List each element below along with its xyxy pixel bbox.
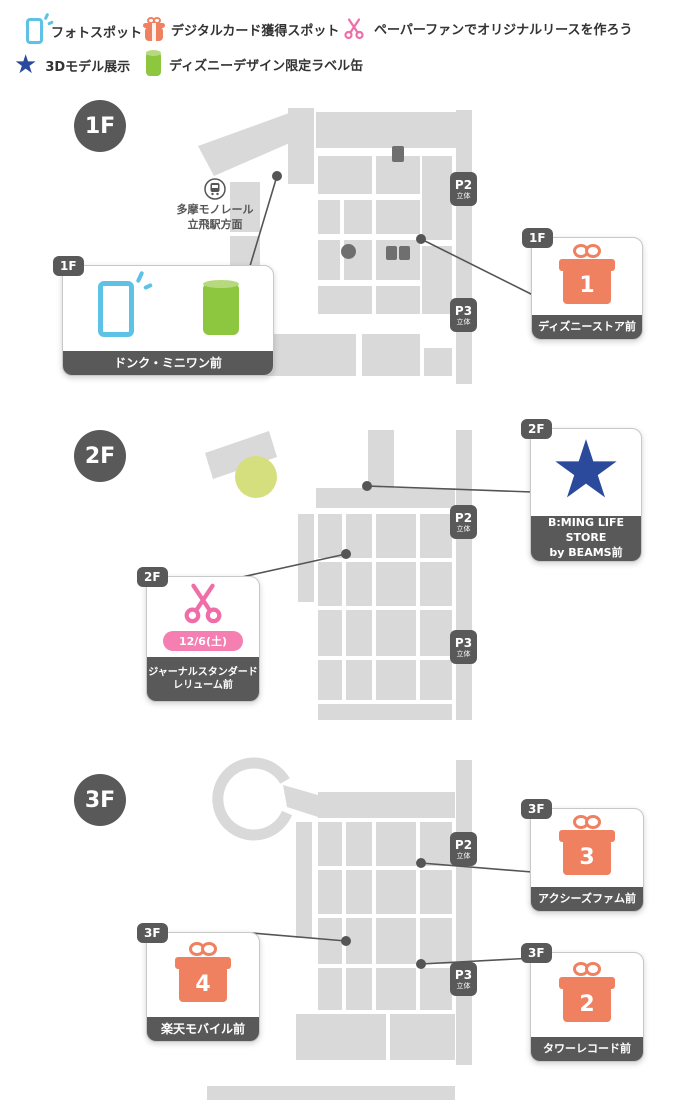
photo-spot-phone-icon bbox=[97, 270, 153, 337]
gift-icon: 1 bbox=[559, 243, 615, 304]
callout-body: 12/6(土) bbox=[147, 577, 259, 653]
station-name-line1: 多摩モノレール bbox=[176, 203, 254, 216]
callout-label-line1: B:MING LIFE STORE bbox=[547, 516, 625, 545]
callout-body: 1 bbox=[532, 238, 642, 315]
legend-item-photo-spot: フォトスポット bbox=[26, 12, 143, 44]
floor-tag: 1F bbox=[53, 256, 84, 276]
legend-item-3d-model: ★ 3Dモデル展示 bbox=[14, 52, 130, 78]
parking-type-label: 立体 bbox=[456, 649, 471, 658]
callout-label: 楽天モバイル前 bbox=[147, 1017, 259, 1041]
gift-number: 3 bbox=[579, 844, 595, 870]
disney-label-can-icon bbox=[146, 50, 161, 76]
legend-label: ディズニーデザイン限定ラベル缶 bbox=[169, 58, 364, 74]
floor-tag: 2F bbox=[521, 419, 552, 439]
gift-icon: 2 bbox=[559, 962, 615, 1022]
gift-icon: 4 bbox=[175, 942, 231, 1002]
digital-card-gift-icon bbox=[143, 17, 165, 41]
floor-tag: 1F bbox=[522, 228, 553, 248]
station-info: 多摩モノレール 立飛駅方面 bbox=[150, 178, 280, 233]
parking-p2-badge: P2 立体 bbox=[450, 172, 477, 206]
paper-fan-scissors-icon bbox=[184, 583, 222, 624]
legend-label: ペーパーファンでオリジナルリースを作ろう bbox=[374, 22, 633, 38]
floor-tag: 2F bbox=[137, 567, 168, 587]
legend-item-paper-fan: ペーパーファンでオリジナルリースを作ろう bbox=[342, 16, 632, 40]
callout-body: 4 bbox=[147, 933, 259, 1017]
gift-icon: 3 bbox=[559, 815, 615, 875]
photo-spot-phone-icon bbox=[26, 12, 54, 44]
parking-p2-badge: P2 立体 bbox=[450, 505, 477, 539]
floor-tag: 3F bbox=[521, 943, 552, 963]
gift-number: 1 bbox=[579, 273, 595, 298]
info-icon bbox=[341, 244, 356, 259]
disney-label-can-icon bbox=[202, 279, 239, 335]
parking-p3-badge: P3 立体 bbox=[450, 298, 477, 332]
parking-p3-badge: P3 立体 bbox=[450, 962, 477, 996]
parking-p2-badge: P2 立体 bbox=[450, 832, 477, 866]
callout-journal-standard: 2F 12/6(土) ジャーナルスタンダード レリューム前 bbox=[137, 567, 260, 702]
callout-label-line2: レリューム前 bbox=[173, 680, 233, 691]
parking-type-label: 立体 bbox=[456, 524, 471, 533]
floor-badge-3f: 3F bbox=[74, 774, 126, 826]
callout-donq-miniwan: 1F ドンク・ミニワン前 bbox=[53, 256, 274, 376]
legend-label: フォトスポット bbox=[51, 25, 143, 41]
floor-badge-2f: 2F bbox=[74, 430, 126, 482]
callout-label: ジャーナルスタンダード レリューム前 bbox=[147, 657, 259, 701]
legend-label: デジタルカード獲得スポット bbox=[171, 24, 340, 39]
callout-disney-store: 1F 1 ディズニーストア前 bbox=[522, 228, 643, 340]
parking-type-label: 立体 bbox=[456, 851, 471, 860]
callout-label: アクシーズファム前 bbox=[531, 887, 643, 911]
parking-label: P2 bbox=[454, 177, 473, 192]
legend-item-label-can: ディズニーデザイン限定ラベル缶 bbox=[146, 50, 364, 76]
callout-body bbox=[63, 266, 273, 351]
floor2-map bbox=[205, 430, 472, 720]
paper-fan-scissors-icon bbox=[344, 18, 364, 40]
train-icon bbox=[204, 178, 226, 200]
callout-tower-records: 3F 2 タワーレコード前 bbox=[521, 943, 644, 1062]
parking-label: P3 bbox=[454, 303, 473, 318]
callout-label: ディズニーストア前 bbox=[532, 315, 642, 339]
floor-badge-1f: 1F bbox=[74, 100, 126, 152]
callout-body: 2 bbox=[531, 953, 643, 1037]
callout-body: 3 bbox=[531, 809, 643, 887]
facility-icon bbox=[392, 146, 404, 162]
legend-label: 3Dモデル展示 bbox=[45, 59, 131, 75]
callout-axes-femme: 3F 3 アクシーズファム前 bbox=[521, 799, 644, 912]
floor-tag: 3F bbox=[137, 923, 168, 943]
parking-type-label: 立体 bbox=[456, 191, 471, 200]
legend-item-digital-card: デジタルカード獲得スポット bbox=[143, 17, 340, 41]
callout-body: ★ bbox=[531, 429, 641, 516]
floor3-map bbox=[207, 757, 472, 1100]
parking-label: P3 bbox=[454, 635, 473, 650]
parking-type-label: 立体 bbox=[456, 981, 471, 990]
parking-label: P2 bbox=[454, 510, 473, 525]
gift-number: 4 bbox=[195, 971, 211, 997]
parking-type-label: 立体 bbox=[456, 317, 471, 326]
callout-label-line1: ジャーナルスタンダード bbox=[148, 666, 258, 678]
callout-label: B:MING LIFE STORE by BEAMS前 bbox=[531, 516, 641, 561]
callout-label: ドンク・ミニワン前 bbox=[63, 351, 273, 375]
parking-p3-badge: P3 立体 bbox=[450, 630, 477, 664]
station-name-line2: 立飛駅方面 bbox=[187, 217, 243, 231]
3d-model-star-icon: ★ bbox=[14, 50, 38, 80]
parking-label: P3 bbox=[454, 967, 473, 982]
parking-label: P2 bbox=[454, 837, 473, 852]
callout-bming-life-store: 2F ★ B:MING LIFE STORE by BEAMS前 bbox=[521, 419, 642, 562]
3d-model-star-icon: ★ bbox=[550, 422, 622, 516]
gift-number: 2 bbox=[579, 991, 595, 1017]
event-date-badge: 12/6(土) bbox=[162, 631, 244, 651]
callout-label: タワーレコード前 bbox=[531, 1037, 643, 1061]
floor-tag: 3F bbox=[521, 799, 552, 819]
facility-icon bbox=[399, 246, 410, 260]
facility-icon bbox=[386, 246, 397, 260]
callout-rakuten-mobile: 3F 4 楽天モバイル前 bbox=[137, 923, 260, 1042]
callout-label-line2: by BEAMS前 bbox=[549, 545, 623, 559]
